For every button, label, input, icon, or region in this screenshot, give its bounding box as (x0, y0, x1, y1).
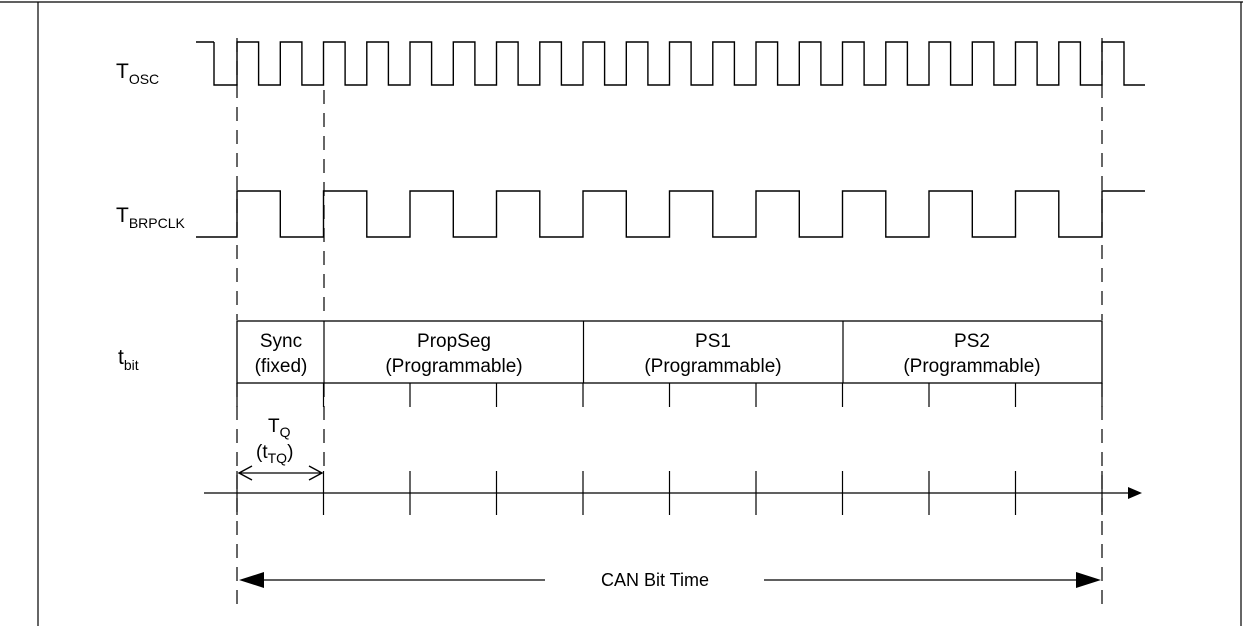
tbrpclk-wave-path (196, 190, 1145, 238)
time-axis-ticks (236, 471, 1103, 515)
segment-propseg-name: PropSeg (417, 331, 491, 352)
segment-sync: Sync (fixed) (255, 331, 308, 377)
can-bit-time-label: CAN Bit Time (601, 570, 709, 590)
segment-sync-detail: (fixed) (255, 356, 308, 377)
tq-label: TQ (268, 416, 291, 440)
segment-ps2-name: PS2 (954, 331, 990, 352)
segment-ps1-detail: (Programmable) (644, 356, 781, 377)
tbit-label: tbit (118, 346, 139, 373)
segment-dividers (323, 321, 844, 383)
segment-ps1-name: PS1 (695, 331, 731, 352)
dashed-guides (236, 38, 1103, 610)
segment-propseg-detail: (Programmable) (385, 356, 522, 377)
tbrpclk-waveform (196, 190, 1145, 238)
tbrpclk-label: TBRPCLK (116, 204, 186, 231)
tq-double-arrow (237, 465, 324, 481)
tosc-waveform (196, 41, 1145, 86)
tq-paren-label: (tTQ) (256, 442, 293, 466)
segment-sync-name: Sync (260, 331, 302, 352)
segment-ps2: PS2 (Programmable) (903, 331, 1040, 377)
segment-ps2-detail: (Programmable) (903, 356, 1040, 377)
segment-ps1: PS1 (Programmable) (644, 331, 781, 377)
segment-propseg: PropSeg (Programmable) (385, 331, 522, 377)
tosc-wave-path (196, 41, 1145, 86)
can-bit-time-arrow (239, 572, 1101, 588)
tq-ticks (236, 383, 1103, 407)
time-axis-arrowhead (1128, 487, 1142, 499)
tosc-label: TOSC (116, 60, 159, 87)
